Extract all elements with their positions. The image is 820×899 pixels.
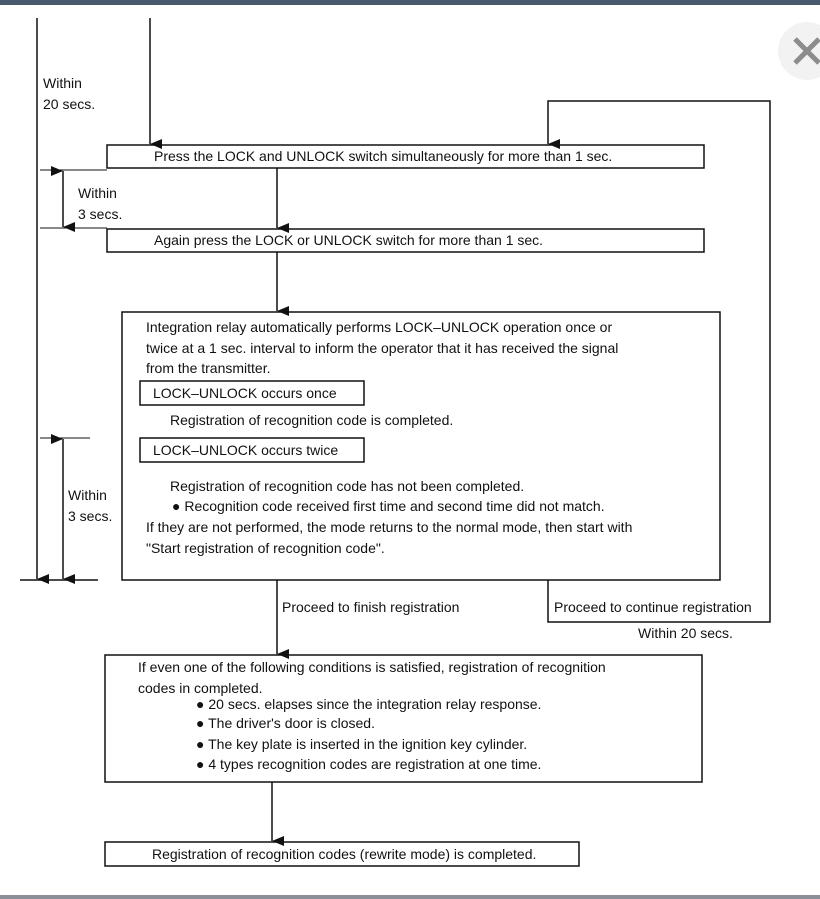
timing-continue-label: Within 20 secs. [638,625,733,641]
top-bar [0,0,820,5]
continue-label: Proceed to continue registration [554,599,752,615]
timing-20s-label-line2: 20 secs. [43,96,96,112]
step2-box [106,228,705,253]
conditions-intro-line1: If even one of the following conditions … [138,659,606,675]
twice-reason-text: Recognition code received first time and… [184,498,605,514]
relay-box [121,311,721,581]
condition-text: The key plate is inserted in the ignitio… [208,736,528,752]
bullet-icon: ● [196,736,205,752]
relay-text-line3: from the transmitter. [146,360,271,376]
step2-text: Again press the LOCK or UNLOCK switch fo… [154,232,544,248]
bottom-bar [0,895,820,899]
step1-box [106,144,705,169]
close-icon [793,37,820,65]
once-result: Registration of recognition code is comp… [170,412,454,428]
condition-item: ● 20 secs. elapses since the integration… [196,694,541,715]
bullet-icon: ● [172,498,181,514]
condition-item: ● The key plate is inserted in the ignit… [196,734,527,755]
twice-result: Registration of recognition code has not… [170,478,525,494]
condition-item: ● The driver's door is closed. [196,713,375,734]
twice-reason-item: ● Recognition code received first time a… [172,496,605,517]
not-performed-line2: "Start registration of recognition code"… [146,540,385,556]
final-text: Registration of recognition codes (rewri… [152,846,537,862]
timing-3s-a-label-line2: 3 secs. [78,206,123,222]
condition-item: ● 4 types recognition codes are registra… [196,754,541,775]
bullet-icon: ● [196,696,205,712]
timing-3s-a-label-line1: Within [78,185,117,201]
condition-text: 4 types recognition codes are registrati… [208,756,542,772]
timing-20s-label-line1: Within [43,75,82,91]
twice-label-box [139,437,365,463]
condition-text: The driver's door is closed. [208,715,375,731]
timing-3s-b-label-line2: 3 secs. [68,508,113,524]
once-label: LOCK–UNLOCK occurs once [153,385,337,401]
twice-label: LOCK–UNLOCK occurs twice [153,442,339,458]
continue-loop-line [547,100,771,623]
not-performed-line1: If they are not performed, the mode retu… [146,519,633,535]
timing-3s-b-label-line1: Within [68,487,107,503]
condition-text: 20 secs. elapses since the integration r… [208,696,542,712]
bullet-icon: ● [196,756,205,772]
close-button[interactable] [778,22,820,80]
conditions-box [104,654,703,783]
conditions-intro-line2: codes in completed. [138,680,263,696]
relay-text-line1: Integration relay automatically performs… [146,319,613,335]
finish-label: Proceed to finish registration [282,599,460,615]
relay-text-line2: twice at a 1 sec. interval to inform the… [146,340,619,356]
once-label-box [139,380,365,406]
step1-text: Press the LOCK and UNLOCK switch simulta… [154,148,613,164]
final-box [104,841,580,867]
bullet-icon: ● [196,715,205,731]
